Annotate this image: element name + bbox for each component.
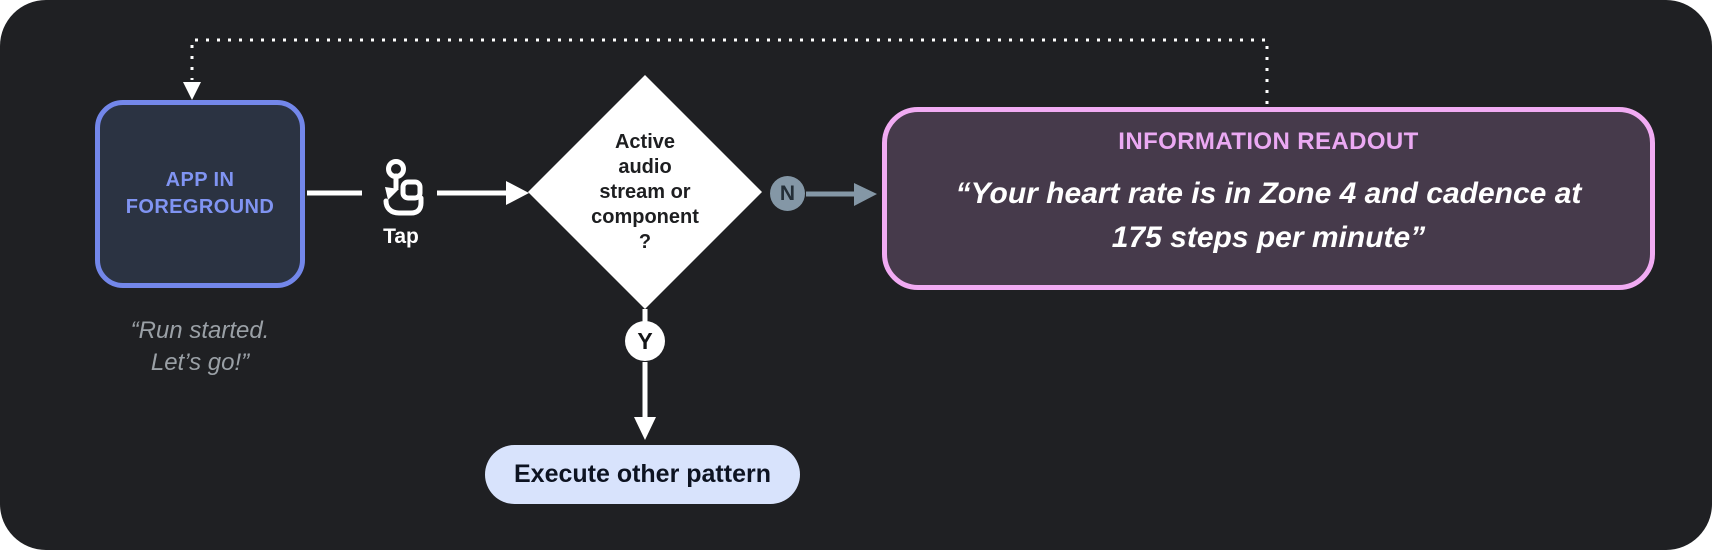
execute-other-pattern-label: Execute other pattern — [513, 460, 771, 488]
decision-node-text: Active audio stream or component ? — [545, 118, 745, 266]
yes-to-action-arrowhead-icon — [634, 417, 656, 440]
tap-step: Tap — [360, 158, 442, 249]
information-readout-node: INFORMATION READOUT “Your heart rate is … — [882, 107, 1655, 290]
information-readout-title: INFORMATION READOUT — [1118, 128, 1419, 155]
execute-other-pattern-node: Execute other pattern — [485, 445, 800, 504]
readout-quote-line2: 175 steps per minute” — [1111, 221, 1426, 254]
decision-line: Active — [614, 130, 676, 153]
feedback-arrowhead-icon — [183, 82, 201, 100]
run-started-quote-line2: Let’s go!” — [150, 349, 250, 376]
no-to-readout-arrowhead-icon — [854, 183, 877, 206]
tap-gesture-icon — [383, 159, 424, 216]
decision-diamond — [528, 75, 762, 309]
information-readout-quote: “Your heart rate is in Zone 4 and cadenc… — [887, 172, 1650, 260]
no-branch-badge: N — [770, 176, 805, 211]
tap-label: Tap — [383, 225, 419, 248]
app-in-foreground-node: APP IN FOREGROUND — [95, 100, 305, 288]
readout-quote-line1: “Your heart rate is in Zone 4 and cadenc… — [955, 177, 1582, 210]
decision-line: audio — [618, 155, 672, 178]
tap-to-decision-arrowhead-icon — [506, 181, 529, 205]
decision-line: component — [591, 205, 699, 228]
run-started-quote-line1: “Run started. — [130, 317, 270, 344]
app-in-foreground-label: APP IN FOREGROUND — [125, 169, 275, 218]
no-branch-label: N — [779, 181, 796, 205]
feedback-dotted-path — [190, 38, 1269, 104]
run-started-quote: “Run started. Let’s go!” — [75, 315, 325, 379]
decision-line: ? — [638, 230, 652, 253]
decision-line: stream or — [599, 180, 691, 203]
yes-branch-badge: Y — [625, 321, 665, 361]
yes-branch-label: Y — [637, 327, 653, 354]
